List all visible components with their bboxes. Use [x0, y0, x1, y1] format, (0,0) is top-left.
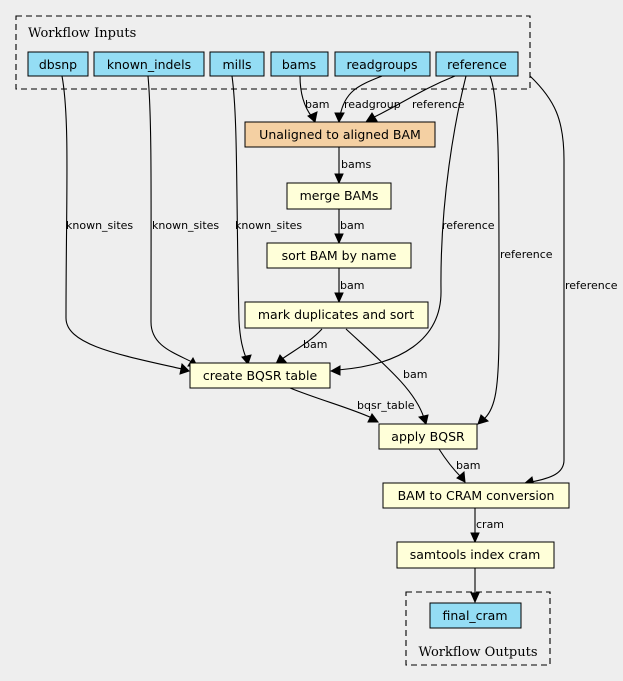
node-label: known_indels	[107, 57, 191, 72]
edge-bqsr-to-apply	[289, 387, 373, 419]
node-label: BAM to CRAM conversion	[398, 488, 555, 503]
input-node-mills[interactable]: mills	[209, 51, 265, 77]
node-label: Unaligned to aligned BAM	[259, 127, 421, 142]
arrowhead	[334, 173, 344, 185]
step-node-bam-to-cram[interactable]: BAM to CRAM conversion	[382, 482, 570, 509]
arrowhead	[470, 592, 480, 604]
input-node-reference[interactable]: reference	[435, 51, 519, 77]
edge-label-mills-to-bqsr: known_sites	[235, 219, 302, 232]
edge-markdup-to-bqsr	[281, 328, 323, 360]
step-node-create-bqsr[interactable]: create BQSR table	[189, 362, 331, 389]
arrowhead	[470, 532, 480, 544]
edge-reference-to-apply	[484, 75, 500, 419]
workflow-outputs-cluster: Workflow Outputs	[405, 591, 551, 666]
input-node-readgroups[interactable]: readgroups	[334, 51, 431, 77]
arrowhead	[179, 362, 190, 375]
node-label: sort BAM by name	[282, 248, 397, 263]
edge-label-align-to-merge: bams	[341, 158, 371, 171]
arrowhead	[418, 414, 429, 425]
edge-label-reference-to-cram: reference	[565, 279, 618, 292]
edge-reference-to-align	[371, 75, 456, 119]
workflow-inputs-cluster: Workflow Inputs	[15, 15, 531, 90]
edge-label-bqsr-to-apply: bqsr_table	[357, 399, 415, 412]
edge-apply-to-cram	[438, 448, 462, 478]
edges: bam readgroup reference bams bam bam kno…	[61, 75, 618, 604]
arrowhead	[334, 292, 344, 304]
node-label: apply BQSR	[391, 429, 465, 444]
edge-reference-to-cram	[529, 75, 565, 483]
node-label: create BQSR table	[203, 368, 318, 383]
arrowhead	[241, 354, 252, 365]
edge-label-merge-to-sort: bam	[340, 219, 364, 232]
arrowhead	[477, 414, 490, 425]
edge-markdup-to-apply	[345, 328, 425, 419]
edge-label-reference-to-align: reference	[412, 98, 465, 111]
arrowhead	[307, 111, 318, 123]
arrowhead	[367, 413, 379, 423]
edge-label-reference-to-bqsr: reference	[442, 219, 495, 232]
arrowhead	[329, 365, 341, 376]
node-label: merge BAMs	[300, 188, 379, 203]
edge-indels-to-bqsr	[147, 75, 193, 363]
step-node-mark-duplicates[interactable]: mark duplicates and sort	[244, 301, 429, 329]
arrowhead	[334, 112, 345, 124]
node-label: dbsnp	[39, 57, 77, 72]
arrowhead	[456, 470, 466, 483]
edge-label-markdup-to-bqsr: bam	[303, 338, 327, 351]
edge-label-cram-to-index: cram	[476, 518, 504, 531]
node-label: bams	[282, 57, 316, 72]
step-node-apply-bqsr[interactable]: apply BQSR	[378, 423, 478, 450]
node-label: readgroups	[347, 57, 418, 72]
edge-label-sort-to-markdup: bam	[340, 279, 364, 292]
arrowhead	[365, 112, 378, 123]
edge-mills-to-bqsr	[231, 75, 247, 359]
edge-label-reference-to-apply: reference	[500, 248, 553, 261]
edge-label-markdup-to-apply: bam	[403, 368, 427, 381]
edge-readgroups-to-align	[339, 75, 383, 117]
node-label: reference	[447, 57, 507, 72]
node-label: samtools index cram	[410, 547, 541, 562]
edge-label-bams-to-align: bam	[305, 98, 329, 111]
step-node-unaligned-to-aligned[interactable]: Unaligned to aligned BAM	[244, 121, 436, 148]
edge-reference-to-bqsr	[337, 75, 467, 371]
edge-label-dbsnp-to-bqsr: known_sites	[66, 219, 133, 232]
step-node-sort-bam[interactable]: sort BAM by name	[266, 242, 412, 269]
step-node-merge-bams[interactable]: merge BAMs	[286, 182, 392, 210]
output-node-final-cram[interactable]: final_cram	[429, 602, 522, 629]
workflow-inputs-label: Workflow Inputs	[28, 26, 136, 41]
node-label: mark duplicates and sort	[258, 307, 414, 322]
input-node-bams[interactable]: bams	[270, 51, 329, 77]
input-node-dbsnp[interactable]: dbsnp	[27, 51, 89, 77]
step-node-samtools-index[interactable]: samtools index cram	[396, 541, 555, 569]
edge-label-readgroups-to-align: readgroup	[344, 98, 401, 111]
edge-label-apply-to-cram: bam	[456, 459, 480, 472]
edge-label-indels-to-bqsr: known_sites	[152, 219, 219, 232]
edge-dbsnp-to-bqsr	[61, 75, 183, 370]
node-label: mills	[222, 57, 251, 72]
input-node-known-indels[interactable]: known_indels	[93, 51, 205, 77]
node-label: final_cram	[442, 608, 507, 623]
arrowhead	[334, 233, 344, 245]
workflow-outputs-label: Workflow Outputs	[419, 645, 538, 660]
